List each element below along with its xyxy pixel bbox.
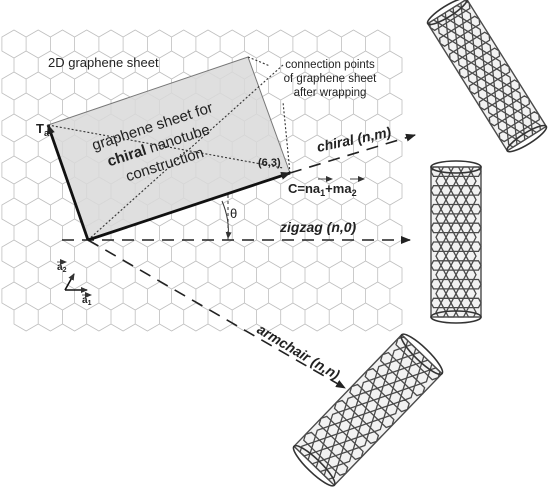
point-label: (6,3): [258, 157, 281, 169]
a2-a: a: [57, 262, 63, 273]
tube-end-top: [400, 333, 444, 376]
tube-lattice: [429, 0, 542, 148]
translation-vector: [46, 124, 90, 241]
chiral-vector-label: C=na1+ma2: [288, 181, 357, 198]
basis-vectors: [64, 273, 88, 293]
chiral-index: (n,m): [356, 124, 393, 147]
tube-end-top: [426, 0, 468, 26]
chiral-word: chiral: [315, 131, 356, 155]
axis-lines: [62, 133, 416, 389]
angle-symbol: θ: [230, 206, 237, 221]
connection-note-line2: of graphene sheet: [284, 73, 378, 85]
tube-end-top: [430, 160, 482, 174]
tube-end-bottom: [292, 444, 336, 487]
cv-plus: +ma: [325, 181, 352, 196]
armchair-nanotube-image: [292, 333, 444, 487]
a1-a: a: [82, 295, 88, 306]
a2-sub: 2: [63, 267, 67, 274]
sheet-title: 2D graphene sheet: [48, 55, 159, 70]
armchair-axis: [87, 239, 346, 389]
angle-arc: [221, 200, 232, 239]
armchair-word: armchair: [254, 321, 314, 366]
cv-c: C=na: [288, 181, 321, 196]
chiral-label: chiral (n,m): [315, 124, 392, 155]
zigzag-word: zigzag: [279, 219, 323, 235]
armchair-index: (n,n): [308, 353, 343, 383]
connection-note: connection points of graphene sheet afte…: [284, 59, 378, 99]
tube-end-bottom: [506, 124, 548, 153]
chiral-axis: [289, 133, 416, 174]
zigzag-nanotube-image: [430, 160, 482, 324]
tube-lattice: [299, 336, 441, 481]
chiral-vector: [87, 171, 291, 242]
basis-a1-label: a1: [82, 295, 92, 307]
tube-end-bottom: [430, 310, 482, 324]
zigzag-index: (n,0): [327, 219, 357, 235]
tube-lattice: [430, 166, 482, 318]
a1-sub: 1: [88, 300, 92, 307]
basis-a2-label: a2: [57, 262, 67, 274]
tv-t: T: [36, 121, 44, 136]
chiral-nanotube-image: [426, 0, 548, 153]
cv-sub2: 2: [352, 188, 357, 198]
cv-sub1: 1: [320, 188, 325, 198]
connection-note-line3: after wrapping: [294, 87, 367, 99]
armchair-label: armchair (n,n): [254, 321, 343, 383]
basis-label-arrows: [57, 259, 92, 298]
connection-note-line1: connection points: [285, 59, 375, 71]
tv-sub: a: [44, 128, 50, 138]
zigzag-label: zigzag (n,0): [279, 219, 357, 235]
translation-vector-label: Ta: [36, 121, 50, 138]
